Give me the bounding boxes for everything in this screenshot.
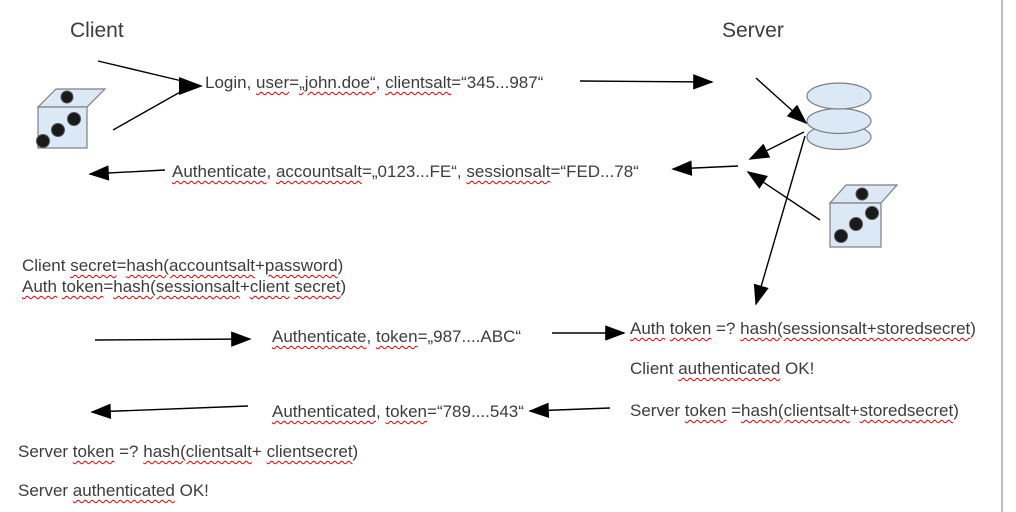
arrow-dice-to-reply: [746, 171, 821, 221]
text-segment: +: [239, 277, 250, 296]
text-segment: =“FED...78“: [550, 162, 639, 181]
dice-icon: [828, 184, 899, 248]
arrow-server-to-authenticated: [528, 402, 611, 418]
text-segment: Server: [18, 442, 73, 461]
text-segment: sessionsalt: [466, 162, 551, 181]
text-segment: Login,: [205, 73, 257, 92]
text-segment: Auth: [22, 277, 57, 296]
text-segment: accountsalt: [275, 162, 362, 181]
arrow-reply-to-text: [671, 160, 739, 176]
arrow-authenticated-to-client: [90, 403, 249, 419]
text-segment: hash(accountsalt: [126, 256, 255, 275]
text-segment: hash(sessionsalt: [113, 277, 240, 296]
dice-icon: [36, 88, 107, 149]
text-segment: +: [849, 401, 860, 420]
text-segment: Authenticate: [172, 162, 267, 181]
client-secret-calc: Client secret=hash(accountsalt+password): [22, 255, 343, 276]
server-title: Server: [722, 19, 784, 42]
text-segment: token: [375, 327, 418, 346]
text-segment: Client: [22, 256, 71, 275]
text-segment: Auth: [630, 319, 665, 338]
database-cylinder-icon: [806, 82, 872, 151]
text-segment: ): [337, 256, 344, 275]
text-segment: token: [684, 401, 727, 420]
text-segment: =„0123...FE“,: [361, 162, 467, 181]
arrow-client-to-login-lower: [112, 90, 183, 131]
text-segment: ): [340, 277, 347, 296]
text-segment: password: [264, 256, 338, 275]
arrow-server-to-database: [755, 77, 808, 125]
arrow-client-to-login-upper: [97, 60, 183, 82]
challenge-message: Authenticate, accountsalt=„0123...FE“, s…: [172, 161, 639, 182]
text-segment: Server: [18, 481, 73, 500]
authenticated-reply-message: Authenticated, token=“789....543“: [272, 401, 524, 422]
client-verify-calc: Server token =? hash(clientsalt+ clients…: [18, 441, 358, 462]
text-segment: token: [669, 319, 712, 338]
arrowhead-login: [179, 77, 203, 95]
text-segment: +: [251, 442, 267, 461]
token-submit-message: Authenticate, token=„987....ABC“: [272, 326, 521, 347]
text-segment: =: [726, 401, 742, 420]
text-segment: ,: [375, 402, 386, 421]
text-segment: ,: [366, 327, 376, 346]
server-verify-calc: Auth token =? hash(sessionsalt+storedsec…: [630, 318, 976, 339]
client-authenticated-status: Client authenticated OK!: [630, 358, 814, 379]
text-segment: token: [385, 402, 428, 421]
client-title: Client: [70, 19, 124, 42]
text-segment: Authenticated: [272, 402, 376, 421]
text-segment: storedsecret: [859, 401, 954, 420]
text-segment: Server: [630, 401, 685, 420]
server-token-calc: Server token =hash(clientsalt+storedsecr…: [630, 400, 959, 421]
text-segment: =: [103, 277, 114, 296]
page-edge-line: [1001, 0, 1003, 512]
text-segment: ): [352, 442, 359, 461]
text-segment: secret: [70, 256, 117, 275]
text-segment: =?: [114, 442, 144, 461]
text-segment: „john.doe“: [299, 73, 376, 92]
text-segment: client: [249, 277, 290, 296]
text-segment: ): [953, 401, 959, 420]
text-segment: =“345...987“: [451, 73, 544, 92]
server-authenticated-status: Server authenticated OK!: [18, 480, 209, 501]
text-segment: OK!: [780, 359, 815, 378]
text-segment: hash(sessionsalt+storedsecret: [740, 319, 971, 338]
text-segment: =?: [711, 319, 741, 338]
text-segment: clientsecret: [266, 442, 353, 461]
arrow-client-to-token-submit: [94, 331, 252, 347]
text-segment: =“789....543“: [427, 402, 524, 421]
text-segment: authenticated: [72, 481, 175, 500]
text-segment: =„987....ABC“: [417, 327, 522, 346]
text-segment: token: [61, 277, 104, 296]
text-segment: ): [970, 319, 976, 338]
text-segment: ,: [375, 73, 386, 92]
text-segment: hash(clientsalt: [143, 442, 252, 461]
text-segment: hash(clientsalt: [741, 401, 850, 420]
text-segment: =: [116, 256, 127, 275]
login-message: Login, user=„john.doe“, clientsalt=“345.…: [205, 72, 543, 93]
text-segment: OK!: [174, 481, 209, 500]
text-segment: Client: [630, 359, 679, 378]
arrow-database-to-reply: [748, 131, 805, 160]
text-segment: user: [256, 73, 290, 92]
text-segment: Authenticate: [272, 327, 367, 346]
auth-token-calc: Auth token=hash(sessionsalt+client secre…: [22, 276, 346, 297]
arrow-database-to-verify: [753, 135, 806, 306]
text-segment: ,: [266, 162, 276, 181]
text-segment: =: [289, 73, 300, 92]
text-segment: clientsalt: [385, 73, 452, 92]
text-segment: secret: [294, 277, 341, 296]
text-segment: authenticated: [678, 359, 781, 378]
arrow-challenge-to-client: [88, 165, 166, 181]
text-segment: token: [72, 442, 115, 461]
text-segment: +: [254, 256, 265, 275]
arrow-login-to-server: [579, 74, 714, 90]
